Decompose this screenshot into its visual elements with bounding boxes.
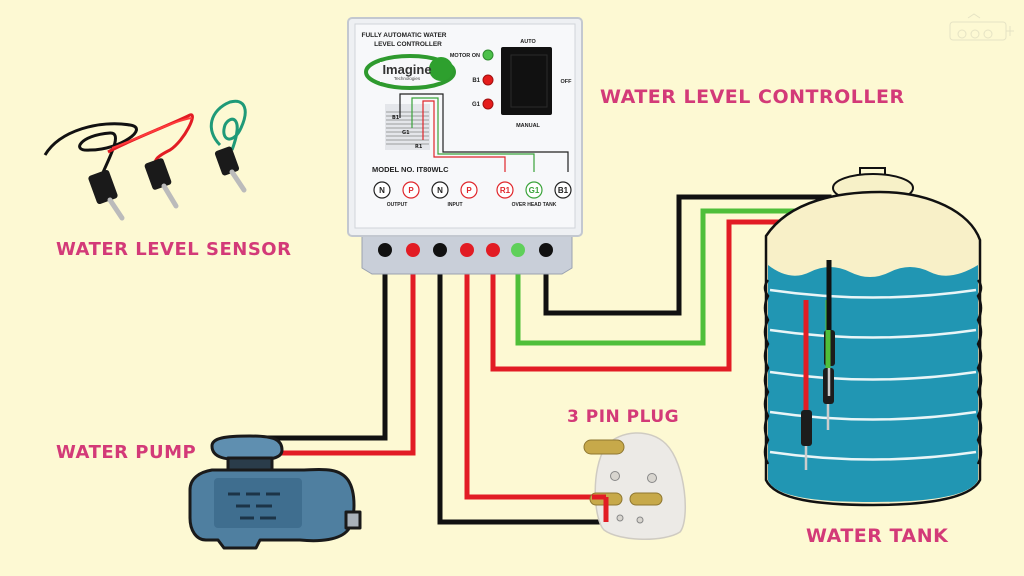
switch-off-label: OFF [561, 79, 573, 85]
wire-output-n [252, 250, 388, 441]
tank-wire-overlay [803, 260, 832, 410]
terminal-r1: R1 [496, 181, 514, 199]
brand-subtitle: Technologies [394, 76, 421, 81]
sensor-probe-black [43, 122, 138, 221]
group-label-input: INPUT [448, 202, 463, 208]
led-b1 [482, 74, 494, 86]
connector-g1 [511, 243, 525, 257]
svg-text:N: N [379, 186, 385, 195]
label-water-pump: WATER PUMP [56, 442, 196, 463]
model-number: MODEL NO. IT80WLC [372, 165, 449, 174]
mini-label-r1: R1 [415, 144, 423, 150]
auto-manual-switch[interactable]: AUTO OFF MANUAL [501, 39, 572, 129]
terminal-g1: G1 [525, 181, 543, 199]
connector-input-p [460, 243, 474, 257]
label-water-level-sensor: WATER LEVEL SENSOR [56, 239, 291, 260]
sensor-probe-green [209, 99, 247, 193]
svg-text:P: P [408, 186, 414, 195]
water-tank [763, 167, 983, 507]
tank-probe-r1 [801, 410, 812, 470]
plug-neutral-pin [629, 492, 663, 506]
svg-text:G1: G1 [529, 186, 540, 195]
mini-tank-schematic: B1 G1 R1 [385, 93, 569, 172]
group-label-overhead-tank: OVER HEAD TANK [512, 202, 557, 208]
mini-label-g1: G1 [402, 130, 410, 136]
brand-name: Imagine [382, 62, 431, 77]
label-water-tank: WATER TANK [806, 525, 949, 547]
plug-earth-pin [583, 439, 625, 455]
terminal-labels: N P N P R1 G1 B1 [373, 181, 572, 199]
terminal-b1: B1 [554, 181, 572, 199]
indicator-motor-on: MOTOR ON [450, 49, 494, 61]
indicator-b1: B1 [472, 74, 494, 86]
water-level-controller: FULLY AUTOMATIC WATER LEVEL CONTROLLER I… [347, 17, 583, 275]
svg-text:N: N [437, 186, 443, 195]
watermark-logo [949, 13, 1014, 41]
svg-text:P: P [466, 186, 472, 195]
wire-output-p [258, 250, 416, 456]
led-g1 [482, 98, 494, 110]
terminal-input-p: P [460, 181, 478, 199]
controller-heading-2: LEVEL CONTROLLER [374, 41, 442, 48]
led-motor-on [482, 49, 494, 61]
switch-manual-label: MANUAL [516, 123, 540, 129]
group-label-output: OUTPUT [387, 202, 408, 208]
water-pump [188, 434, 362, 550]
three-pin-plug [583, 432, 687, 540]
connector-input-n [433, 243, 447, 257]
connector-r1 [486, 243, 500, 257]
svg-text:MOTOR ON: MOTOR ON [450, 53, 480, 59]
connector-dots [378, 243, 553, 257]
label-water-level-controller: WATER LEVEL CONTROLLER [600, 86, 905, 108]
wire-input-p [464, 250, 592, 500]
brand-logo: Imagine Technologies [364, 54, 456, 90]
svg-text:B1: B1 [472, 78, 480, 84]
terminal-output-p: P [402, 181, 420, 199]
label-3-pin-plug: 3 PIN PLUG [567, 407, 679, 427]
indicator-g1: G1 [472, 98, 494, 110]
water-level-sensor-probes [43, 99, 247, 221]
mini-label-b1: B1 [392, 115, 400, 121]
sensor-probe-red [107, 113, 194, 209]
svg-text:B1: B1 [558, 186, 569, 195]
switch-auto-label: AUTO [520, 39, 536, 45]
connector-output-p [406, 243, 420, 257]
terminal-output-n: N [373, 181, 391, 199]
svg-text:G1: G1 [472, 102, 481, 108]
connector-b1 [539, 243, 553, 257]
connector-output-n [378, 243, 392, 257]
terminal-input-n: N [431, 181, 449, 199]
controller-heading-1: FULLY AUTOMATIC WATER [362, 32, 447, 39]
svg-text:R1: R1 [500, 186, 511, 195]
